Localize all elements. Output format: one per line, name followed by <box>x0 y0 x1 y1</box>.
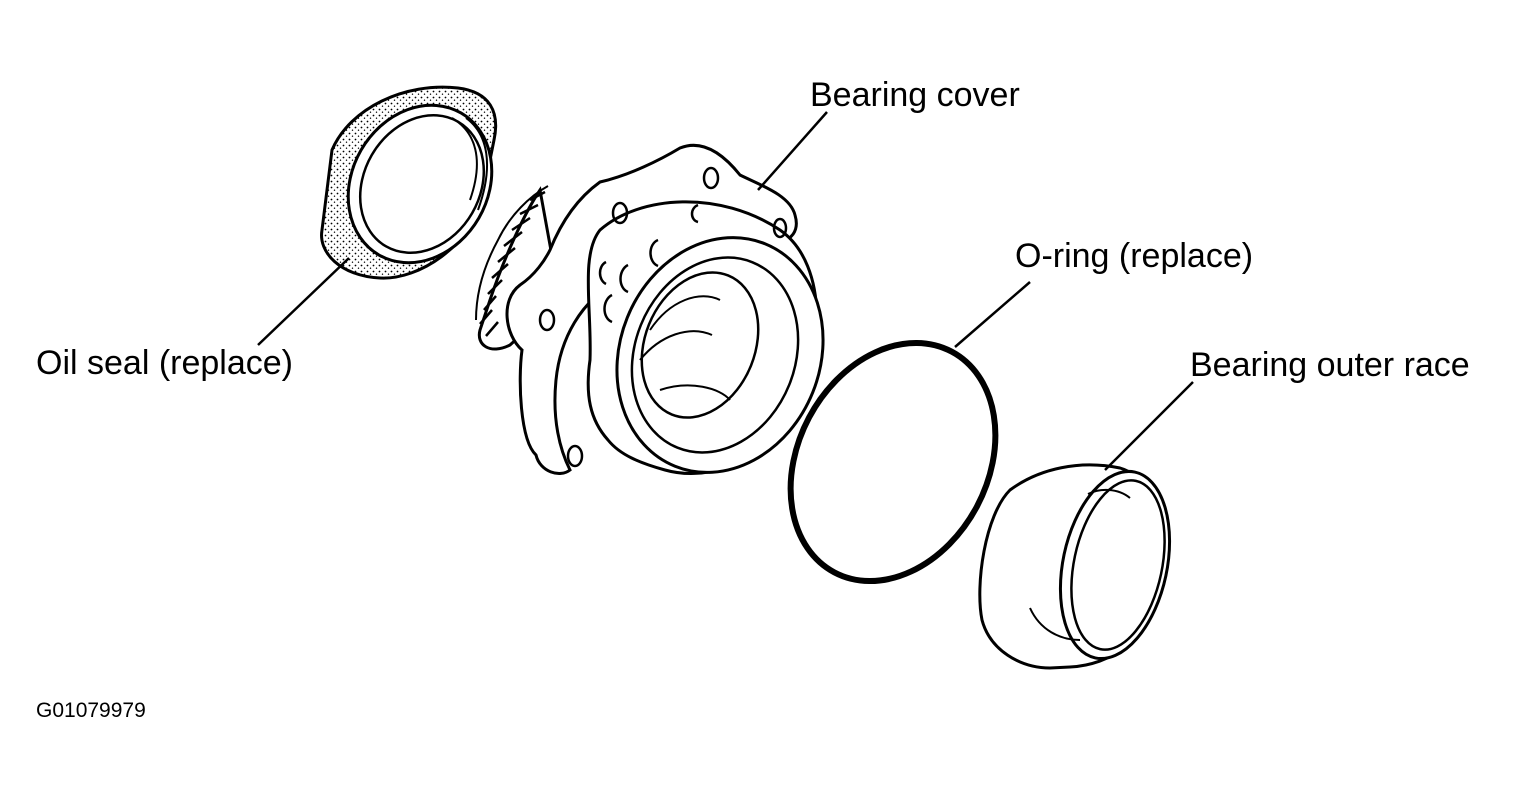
leader-oil-seal <box>257 257 350 346</box>
label-bearing-outer-race: Bearing outer race <box>1190 346 1470 384</box>
o-ring-part <box>787 339 999 585</box>
label-o-ring: O-ring (replace) <box>1015 237 1254 275</box>
oil-seal-part <box>320 85 498 280</box>
bearing-outer-race-part <box>978 463 1172 670</box>
leader-o-ring <box>954 281 1031 348</box>
label-oil-seal: Oil seal (replace) <box>36 344 293 382</box>
leader-bearing-cover <box>757 111 828 191</box>
figure-id: G01079979 <box>36 699 146 722</box>
leader-lines <box>257 111 1194 471</box>
leader-bearing-outer-race <box>1104 381 1194 471</box>
bearing-cover-part <box>475 143 825 475</box>
label-bearing-cover: Bearing cover <box>810 76 1020 114</box>
